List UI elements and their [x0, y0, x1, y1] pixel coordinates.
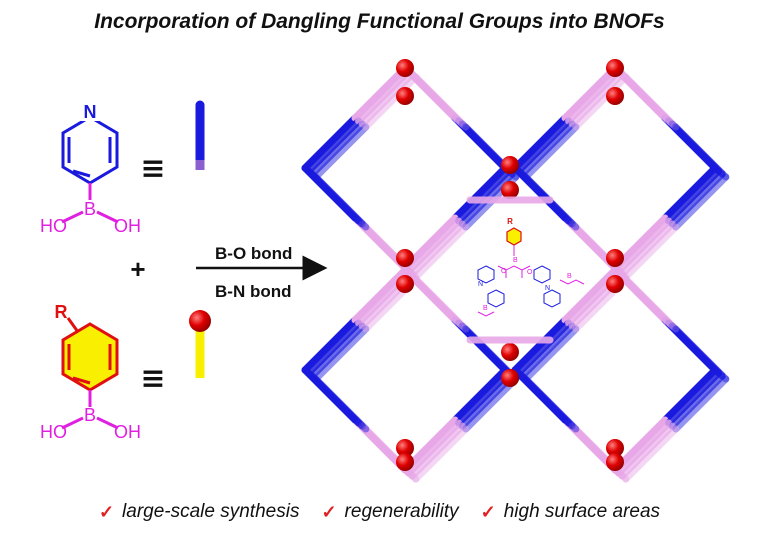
feature-list: ✓ large-scale synthesis ✓ regenerability… [0, 498, 759, 526]
inset-label-n2: N [545, 285, 550, 292]
feature-label: large-scale synthesis [122, 501, 300, 522]
check-icon: ✓ [98, 501, 115, 522]
pyridine-boronic-acid: N B HO OH [40, 101, 141, 236]
feature-item: ✓ high surface areas [481, 498, 660, 526]
feature-item: ✓ large-scale synthesis [99, 498, 300, 526]
feature-label: high surface areas [503, 501, 661, 522]
inset-label-o2: O [527, 269, 533, 276]
dangling-group-rod [189, 310, 211, 443]
boron-label-bottom: B [84, 405, 96, 425]
hydroxyl-left-top: HO [40, 216, 67, 236]
phenyl-boronic-acid: R B HO OH [40, 302, 141, 442]
plus-symbol: + [130, 254, 145, 284]
inset-label-n1: N [478, 281, 483, 288]
bnof-framework [301, 59, 730, 483]
equivalence-symbol-top: ≡ [140, 151, 165, 186]
pyridine-nitrogen-label: N [84, 102, 97, 122]
inset-label-o1: O [501, 268, 507, 275]
inset-substituent-label: R [507, 217, 513, 226]
condition-bn-bond: B-N bond [215, 282, 292, 301]
hydroxyl-right-bottom: OH [114, 422, 141, 442]
feature-label: regenerability [344, 501, 459, 522]
inset-label-b1: B [513, 257, 518, 264]
figure-title: Incorporation of Dangling Functional Gro… [94, 10, 665, 33]
inset-label-b2: B [567, 273, 572, 280]
hydroxyl-right-top: OH [114, 216, 141, 236]
check-icon: ✓ [321, 501, 337, 522]
condition-bo-bond: B-O bond [215, 244, 293, 263]
hydroxyl-left-bottom: HO [40, 422, 67, 442]
boron-label-top: B [84, 199, 96, 219]
check-icon: ✓ [480, 501, 496, 522]
substituent-r-label: R [55, 302, 68, 322]
equivalence-symbol-bottom: ≡ [140, 361, 165, 396]
inset-label-b3: B [483, 305, 488, 312]
feature-item: ✓ regenerability [321, 498, 458, 526]
pore-inset-molecule: R B O N B O N B [477, 217, 585, 317]
